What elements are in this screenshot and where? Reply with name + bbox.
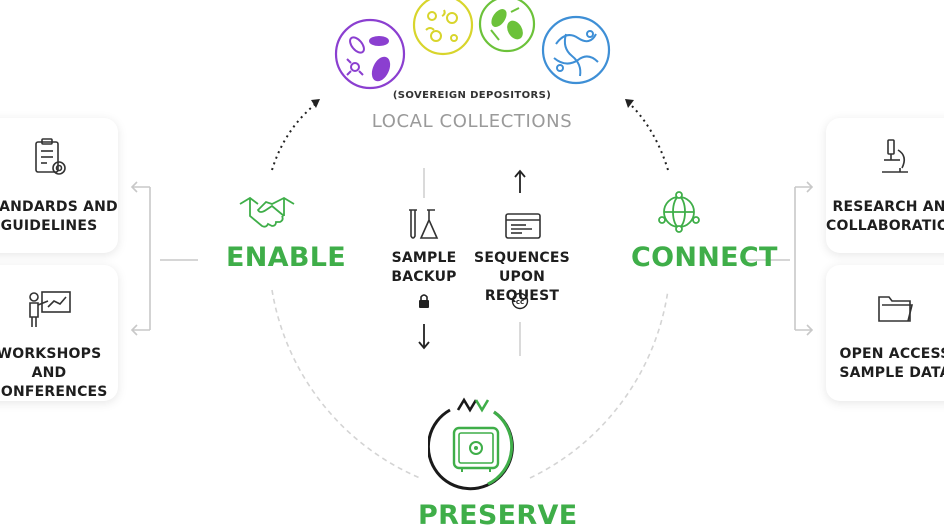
code-window-icon	[505, 213, 541, 239]
card-standards-label: STANDARDS AND GUIDELINES	[0, 199, 118, 234]
microbe-yellow-icon	[412, 0, 474, 56]
network-globe-icon	[658, 191, 700, 233]
enable-heading: ENABLE	[226, 242, 346, 273]
arrow-enable-to-collections	[271, 101, 319, 171]
folder-icon	[878, 296, 914, 322]
card-standards: STANDARDS AND GUIDELINES	[0, 118, 118, 253]
cycle-circle-right	[529, 289, 669, 479]
lock-icon	[419, 294, 429, 308]
card-research-label: RESEARCH AND COLLABORATIONS	[826, 199, 944, 234]
creative-commons-icon: cc	[511, 292, 529, 310]
handshake-icon	[239, 196, 295, 228]
card-workshops: WORKSHOPS AND CONFERENCES	[0, 265, 118, 401]
microbe-green-icon	[478, 0, 536, 53]
arrow-connect-to-collections	[627, 101, 669, 171]
lab-flask-icon	[409, 209, 439, 239]
microbe-purple-icon	[334, 18, 406, 90]
collections-title: LOCAL COLLECTIONS	[371, 111, 573, 132]
collections-subtitle: (SOVEREIGN DEPOSITORS)	[392, 90, 552, 101]
vault-icon	[428, 397, 514, 491]
card-research: RESEARCH AND COLLABORATIONS	[826, 118, 944, 253]
microscope-icon	[882, 139, 908, 173]
preserve-heading: PRESERVE	[418, 500, 578, 531]
cycle-circle	[271, 289, 421, 479]
svg-text:cc: cc	[516, 298, 524, 306]
presenter-board-icon	[29, 291, 71, 327]
microbe-blue-icon	[541, 15, 611, 85]
connect-heading: CONNECT	[631, 242, 778, 273]
sequences-label: SEQUENCES UPON REQUEST	[474, 250, 570, 304]
sample-backup-label: SAMPLE BACKUP	[391, 250, 457, 285]
card-workshops-label: WORKSHOPS AND CONFERENCES	[0, 346, 108, 400]
certificate-checklist-icon	[35, 138, 66, 175]
